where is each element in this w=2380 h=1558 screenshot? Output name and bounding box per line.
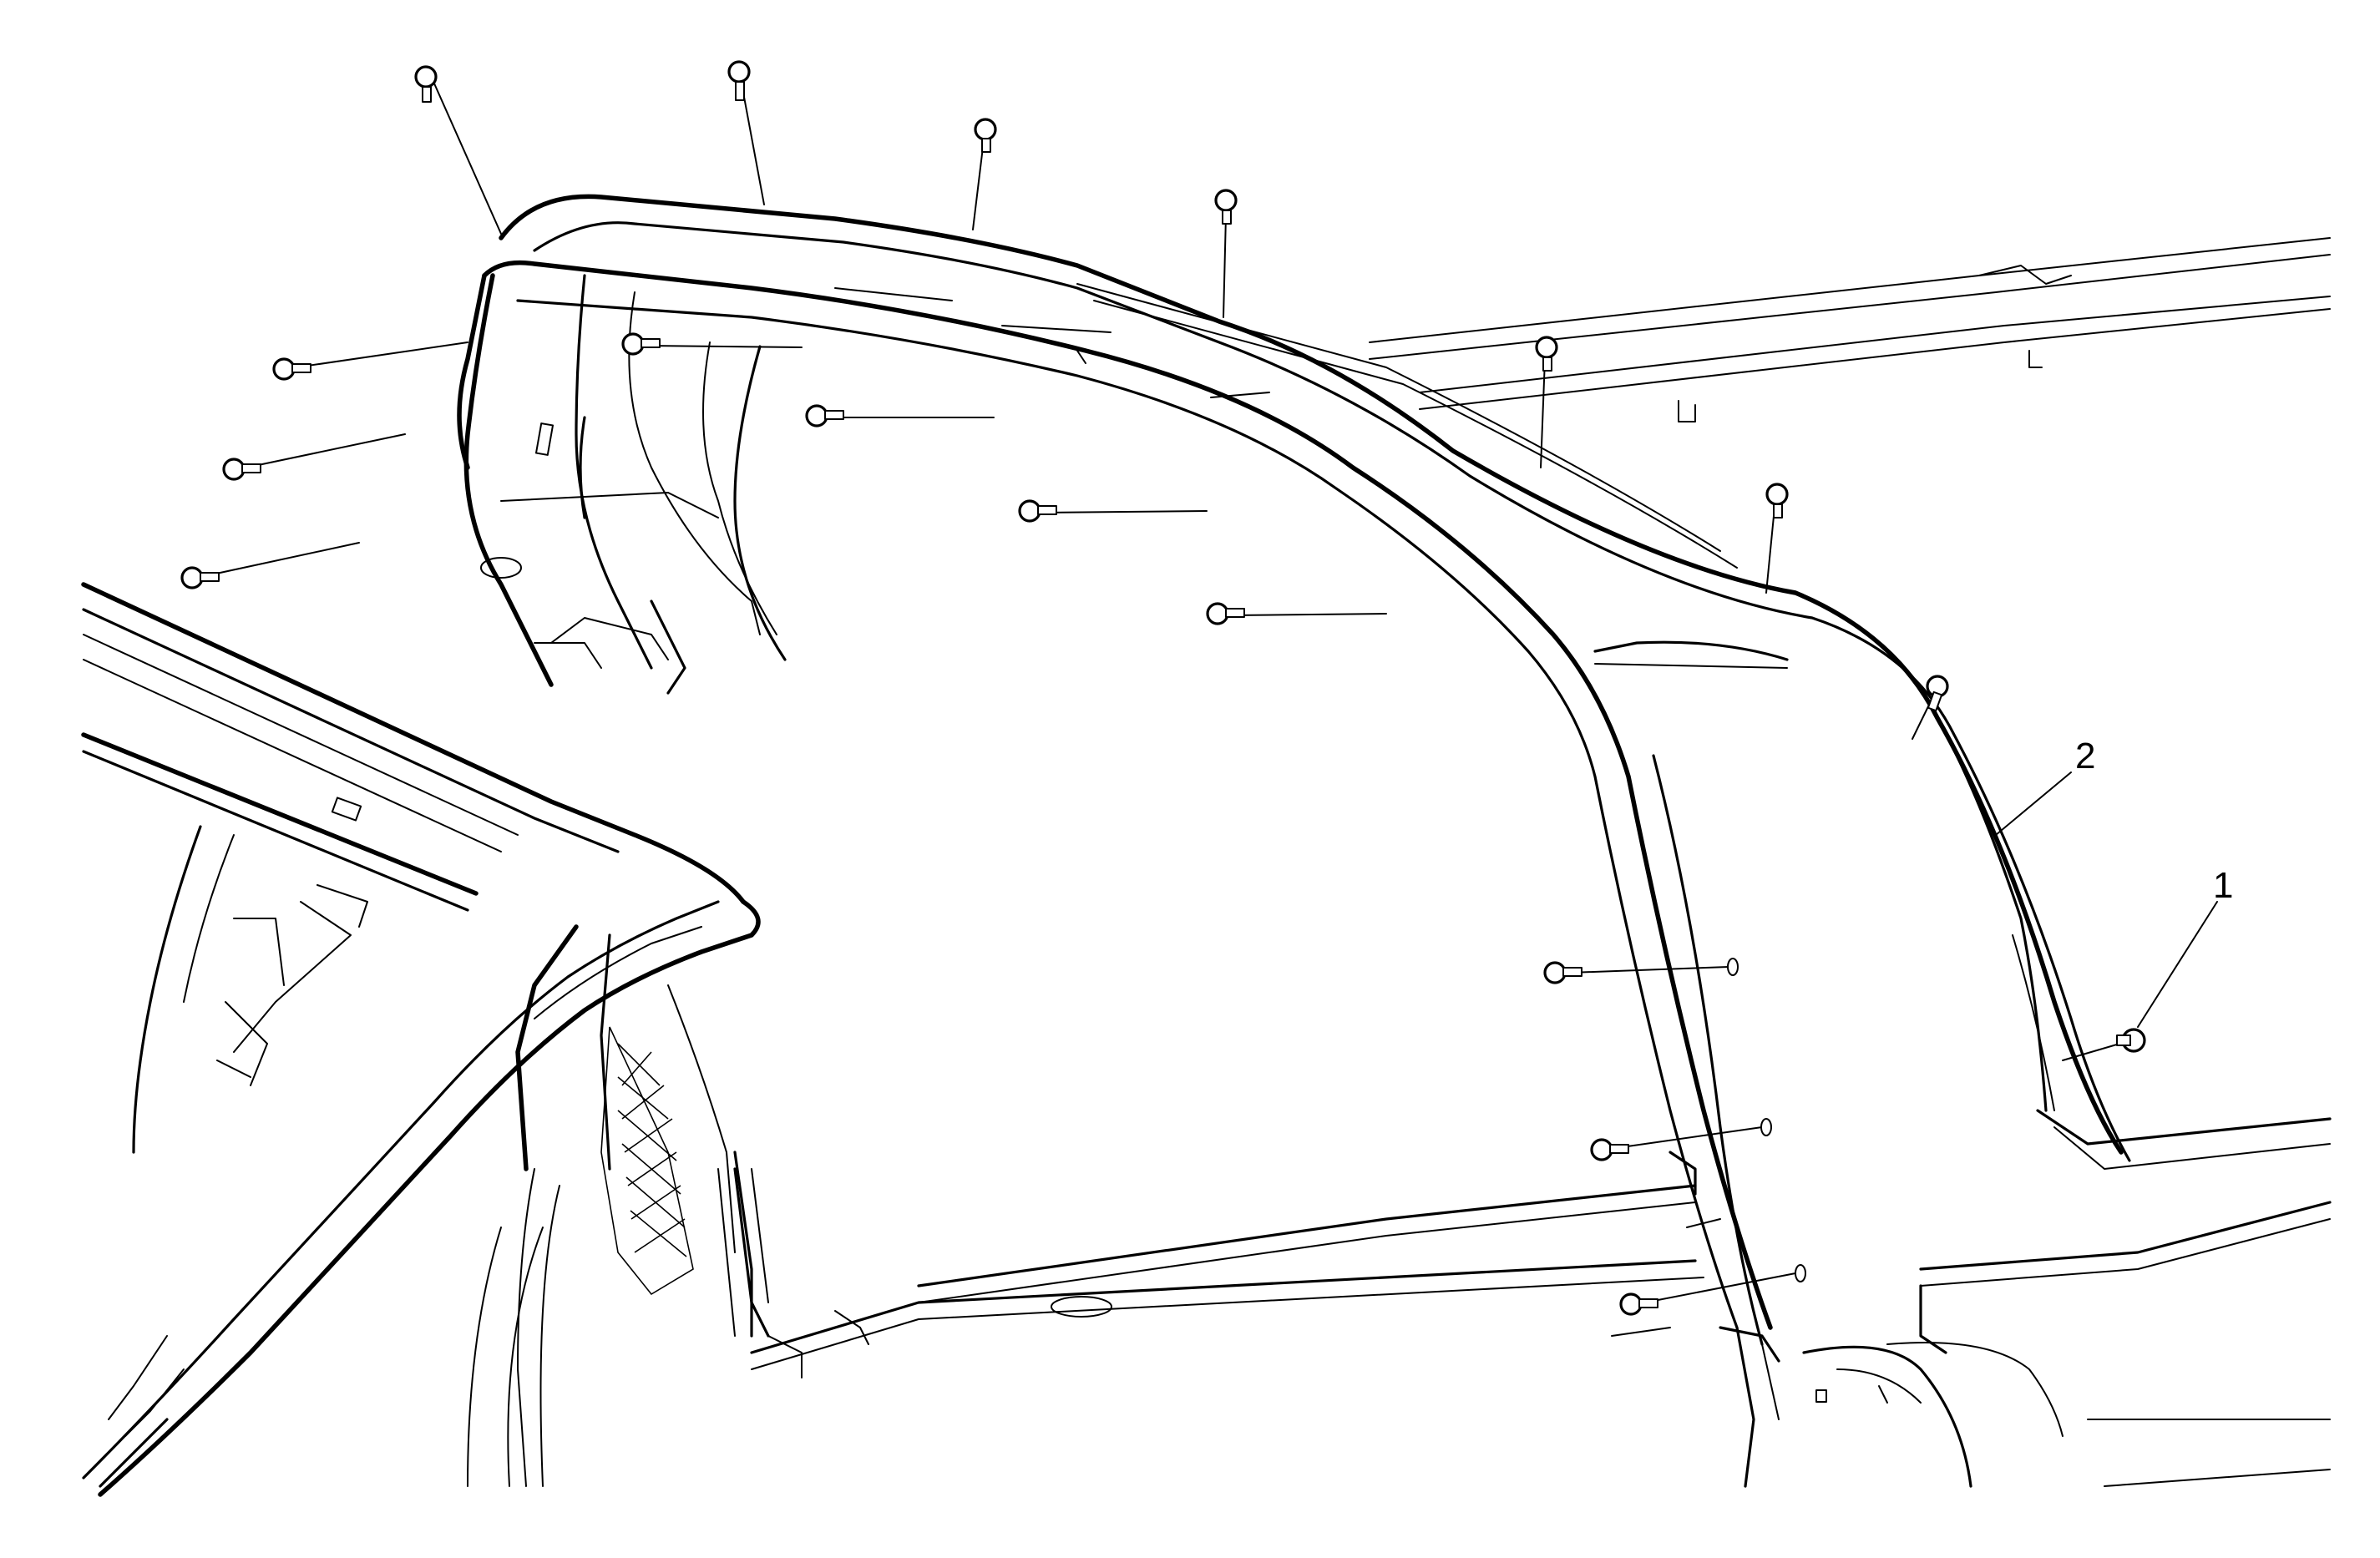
screw-icon [180,542,360,589]
callout-2: 2 [1995,736,2095,836]
callout-1: 1 [2137,865,2233,1028]
screw-icon [1619,1264,1806,1316]
front-windshield-frame [81,582,770,1497]
rear-wheel-arch-left [467,1227,544,1487]
screw-icon [1018,499,1208,523]
push-pin-icon [1535,336,1558,468]
rear-floor [750,1151,2332,1487]
screw-icon [222,433,406,481]
push-pin-icon [1214,189,1238,318]
push-pin-icon [727,60,765,205]
push-pin-icon [1765,483,1789,594]
screw-icon [621,332,803,356]
front-pillar [457,273,787,695]
screw-icon [1206,602,1387,625]
push-pin-icon [1912,675,1949,740]
callout-2-label: 2 [2075,736,2095,776]
push-pin-icon [972,118,997,230]
push-pin-icon [414,65,502,235]
fasteners [180,60,2146,1316]
screw-icon [272,341,468,381]
fastener-callout-1-icon [2062,1028,2146,1061]
screw-icon [1590,1118,1772,1161]
rear-quarter-lower [1735,1284,2064,1488]
screw-icon [805,404,995,427]
callout-1-label: 1 [2213,865,2233,906]
screw-icon [1543,958,1739,984]
body-side-panel [482,194,2332,1363]
roof-rail-right [1369,237,2331,422]
